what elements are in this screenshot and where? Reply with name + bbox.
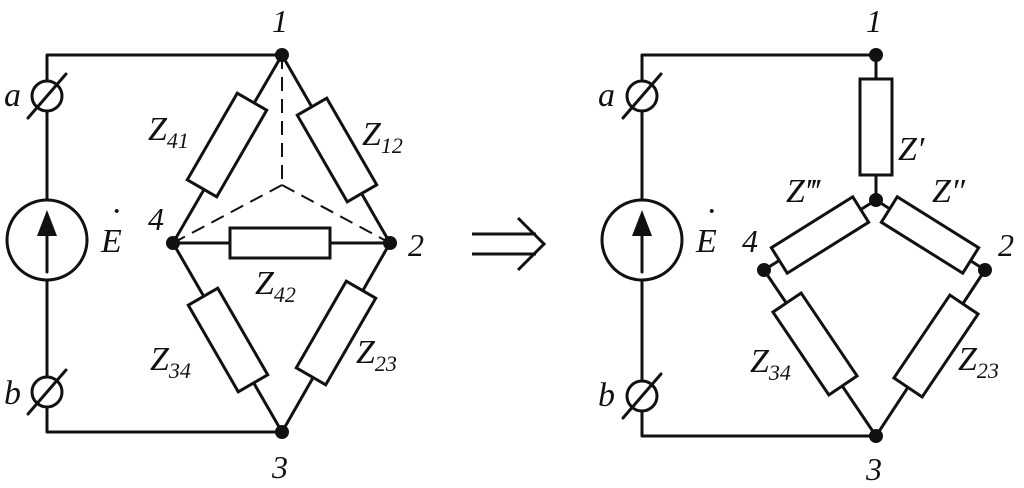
resistor-z-prime: [858, 77, 894, 177]
right-label-node-2: 2: [998, 227, 1014, 263]
right-label-z-prime: Z′: [898, 131, 925, 168]
transform-arrow-head: [516, 216, 547, 272]
right-node-4: [757, 263, 771, 277]
right-label-emf-dot: ·: [707, 193, 716, 230]
right-node-1: [869, 48, 883, 62]
right-terminal-b-slash: [621, 372, 663, 420]
left-label-node-3: 3: [271, 449, 288, 485]
left-node-2: [383, 236, 397, 250]
left-node-1: [275, 48, 289, 62]
transform-arrow: [472, 216, 547, 272]
resistor-z23: [294, 279, 378, 387]
resistor-z34: [186, 286, 270, 394]
left-terminal-b-slash: [26, 368, 68, 416]
left-label-terminal-b: b: [4, 375, 21, 412]
resistor-z23-star: [891, 292, 981, 400]
right-node-center: [869, 193, 883, 207]
right-label-z34: Z34: [750, 343, 791, 385]
left-label-emf: E: [100, 223, 122, 260]
right-label-emf: E: [695, 223, 717, 260]
right-label-z23: Z23: [958, 341, 999, 383]
right-node-2: [978, 263, 992, 277]
left-label-z42: Z42: [255, 265, 296, 307]
left-node-4: [166, 236, 180, 250]
left-label-z23: Z23: [356, 334, 397, 376]
left-label-node-4: 4: [148, 201, 164, 237]
resistor-z34-star: [770, 290, 860, 398]
left-label-node-1: 1: [272, 3, 288, 39]
left-label-terminal-a: a: [4, 77, 21, 114]
left-circuit: 1 2 3 4 a b E · Z41 Z12 Z42 Z34 Z23: [4, 3, 424, 485]
left-label-emf-dot: ·: [112, 193, 121, 230]
resistor-z12: [295, 96, 379, 204]
resistor-z-double-prime: [879, 194, 981, 276]
right-terminal-a-slash: [621, 72, 663, 120]
left-terminal-a-slash: [26, 72, 68, 120]
right-label-node-3: 3: [865, 451, 882, 487]
right-label-z-double-prime: Z″: [932, 173, 966, 210]
right-label-node-1: 1: [866, 3, 882, 39]
right-node-3: [869, 429, 883, 443]
left-label-z34: Z34: [150, 341, 191, 383]
right-emf-arrow-head: [632, 210, 652, 236]
right-label-node-4: 4: [742, 223, 758, 259]
left-label-z12: Z12: [362, 116, 403, 158]
resistor-z-triple-prime: [769, 194, 871, 276]
resistor-z41: [185, 91, 269, 199]
left-node-3: [275, 425, 289, 439]
right-label-z-triple-prime: Z‴: [786, 173, 821, 210]
right-label-terminal-b: b: [598, 377, 615, 414]
left-label-z41: Z41: [148, 111, 189, 153]
right-circuit: 1 2 3 4 a b E · Z′ Z″ Z‴ Z34 Z23: [598, 3, 1014, 487]
resistor-z42: [228, 226, 332, 260]
right-label-terminal-a: a: [598, 77, 615, 114]
left-emf-arrow-head: [37, 210, 57, 236]
left-label-node-2: 2: [408, 227, 424, 263]
